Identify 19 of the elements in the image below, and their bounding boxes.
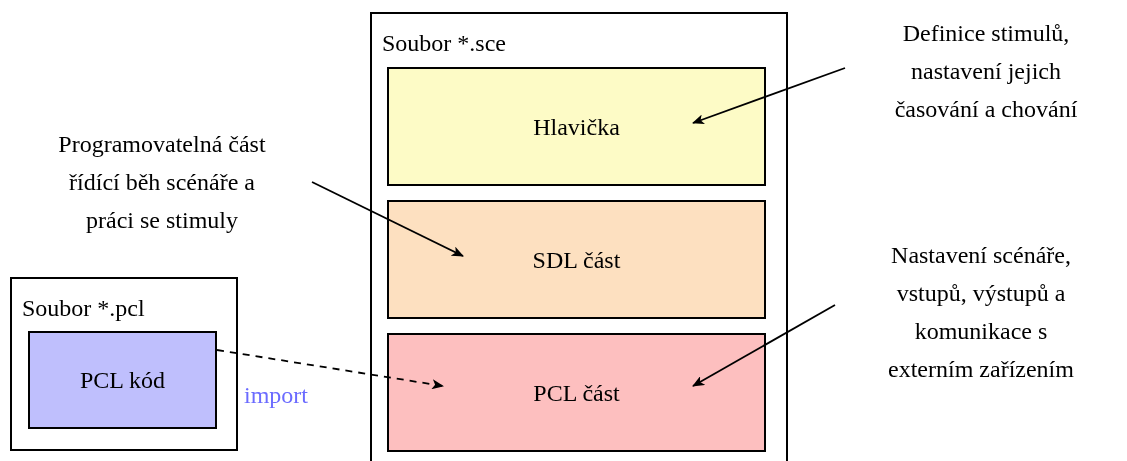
annotation: Programovatelná část řídící běh scénáře a práci se stimuly xyxy=(12,125,312,239)
section-box xyxy=(387,67,766,186)
file-title: Soubor *.pcl xyxy=(22,294,145,323)
arrow xyxy=(692,67,846,124)
code-box xyxy=(28,331,217,429)
section-label: Hlavička xyxy=(533,112,620,142)
arrow xyxy=(692,304,836,387)
file-container xyxy=(10,277,238,451)
file-container xyxy=(370,12,788,461)
annotation: Definice stimulů, nastavení jejich časování a chování xyxy=(845,14,1127,128)
arrow xyxy=(216,349,444,390)
section-label: PCL kód xyxy=(79,366,166,395)
section-label: PCL část xyxy=(533,378,620,408)
file-title: Soubor *.sce xyxy=(382,29,506,58)
section-box xyxy=(387,333,766,452)
annotation: Nastavení scénáře, vstupů, výstupů a komunikace s externím zařízením xyxy=(835,236,1127,388)
section-box xyxy=(387,200,766,319)
arrow xyxy=(311,181,464,257)
section-label: SDL část xyxy=(532,245,621,275)
